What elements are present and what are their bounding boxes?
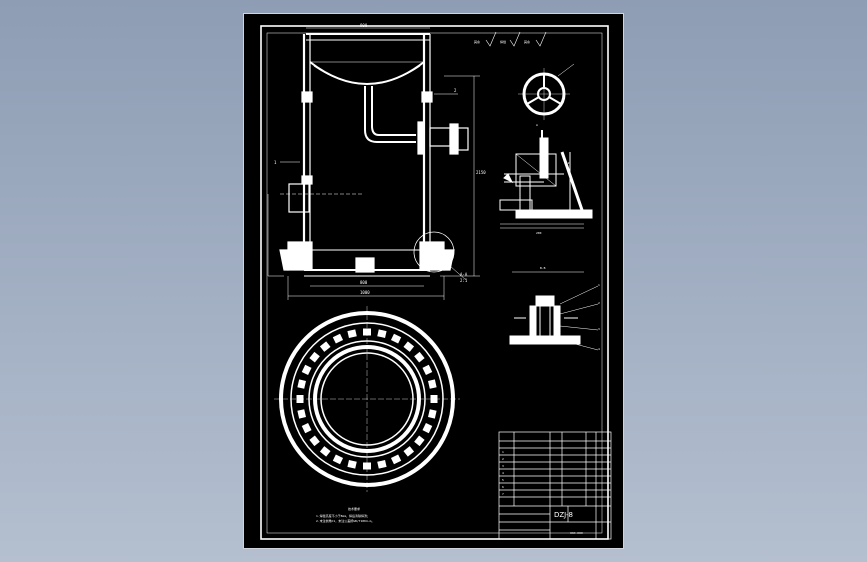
bolt-hole bbox=[422, 364, 433, 376]
svg-text:2: 2 bbox=[598, 301, 600, 305]
bolt-hole bbox=[332, 333, 344, 344]
surface-finish-symbols bbox=[485, 31, 547, 47]
bolt-hole bbox=[301, 422, 312, 434]
bolt-hole bbox=[319, 446, 331, 457]
svg-text:1000: 1000 bbox=[360, 290, 370, 295]
bolt-hole bbox=[430, 395, 438, 403]
svg-text:A-A: A-A bbox=[460, 272, 468, 277]
dimension-texts: 900 800 1000 2150 1 2 A-A 2:1 bbox=[274, 23, 486, 295]
dimension-lines bbox=[267, 27, 480, 300]
svg-text:2: 2 bbox=[502, 457, 504, 461]
svg-text:7: 7 bbox=[502, 492, 504, 496]
pin-detail-view bbox=[509, 271, 599, 351]
bolt-hole bbox=[390, 454, 402, 465]
bolt-hole bbox=[332, 454, 344, 465]
bolt-hole bbox=[347, 460, 357, 469]
svg-text:1: 1 bbox=[598, 283, 600, 287]
side-section-view bbox=[499, 130, 593, 229]
drawing-sheet[interactable]: 900 800 1000 2150 1 2 A-A 2:1 其余 焊缝 其余 bbox=[243, 13, 624, 549]
svg-text:2:1: 2:1 bbox=[460, 278, 468, 283]
technical-notes: 技术要求 1.焊缝高度不小于8mm，焊后清除焊渣； 2.未注倒角C1，未注公差按… bbox=[316, 506, 374, 523]
bolt-hole bbox=[296, 395, 304, 403]
bolt-hole bbox=[422, 422, 433, 434]
title-block-code: DZJ-8 bbox=[554, 511, 573, 519]
front-view bbox=[279, 33, 469, 281]
bolt-hole bbox=[319, 341, 331, 352]
title-block-cells: 1 2 3 4 5 6 7 bbox=[502, 450, 504, 496]
title-block-number: XXX-XXX bbox=[570, 531, 583, 535]
svg-text:6: 6 bbox=[502, 485, 504, 489]
svg-text:2150: 2150 bbox=[476, 170, 486, 175]
svg-text:1: 1 bbox=[274, 160, 277, 165]
svg-text:200: 200 bbox=[536, 231, 542, 235]
svg-text:2: 2 bbox=[454, 88, 457, 93]
bolt-hole bbox=[309, 435, 320, 447]
svg-text:4: 4 bbox=[598, 347, 600, 351]
bolt-hole bbox=[403, 341, 415, 352]
svg-text:B-B: B-B bbox=[540, 266, 546, 270]
svg-text:焊缝: 焊缝 bbox=[500, 39, 506, 44]
drawing-frame bbox=[260, 25, 609, 540]
svg-text:3: 3 bbox=[502, 464, 504, 468]
bolt-hole bbox=[363, 462, 371, 470]
drawing-canvas: 900 800 1000 2150 1 2 A-A 2:1 其余 焊缝 其余 bbox=[260, 23, 612, 540]
bolt-hole bbox=[377, 460, 387, 469]
svg-text:3: 3 bbox=[598, 327, 600, 331]
bolt-hole bbox=[301, 364, 312, 376]
bolt-hole bbox=[297, 379, 306, 389]
bolt-hole bbox=[414, 435, 425, 447]
bolt-hole bbox=[309, 351, 320, 363]
ring-top-view bbox=[274, 306, 460, 492]
bolt-hole bbox=[347, 329, 357, 338]
handwheel-view bbox=[518, 63, 575, 120]
bolt-hole bbox=[377, 329, 387, 338]
title-block bbox=[498, 431, 612, 540]
svg-text:2.未注倒角C1，未注公差按GB/T1804-m。: 2.未注倒角C1，未注公差按GB/T1804-m。 bbox=[316, 518, 374, 523]
svg-text:1.焊缝高度不小于8mm，焊后清除焊渣；: 1.焊缝高度不小于8mm，焊后清除焊渣； bbox=[316, 513, 370, 518]
svg-text:1: 1 bbox=[502, 450, 504, 454]
svg-text:A: A bbox=[536, 123, 538, 127]
bolt-hole bbox=[297, 409, 306, 419]
svg-text:其余: 其余 bbox=[524, 39, 530, 44]
svg-text:技术要求: 技术要求 bbox=[348, 506, 360, 511]
svg-text:1:2: 1:2 bbox=[564, 161, 570, 165]
bolt-hole bbox=[363, 328, 371, 336]
svg-text:其余: 其余 bbox=[474, 39, 480, 44]
bolt-hole bbox=[403, 446, 415, 457]
svg-text:4: 4 bbox=[502, 471, 504, 475]
svg-text:900: 900 bbox=[360, 23, 368, 28]
bolt-hole bbox=[428, 409, 437, 419]
bolt-hole bbox=[414, 351, 425, 363]
ring-bolt-holes bbox=[296, 328, 438, 470]
svg-text:800: 800 bbox=[360, 280, 368, 285]
bolt-hole bbox=[390, 333, 402, 344]
bolt-hole bbox=[428, 379, 437, 389]
svg-text:5: 5 bbox=[502, 478, 504, 482]
